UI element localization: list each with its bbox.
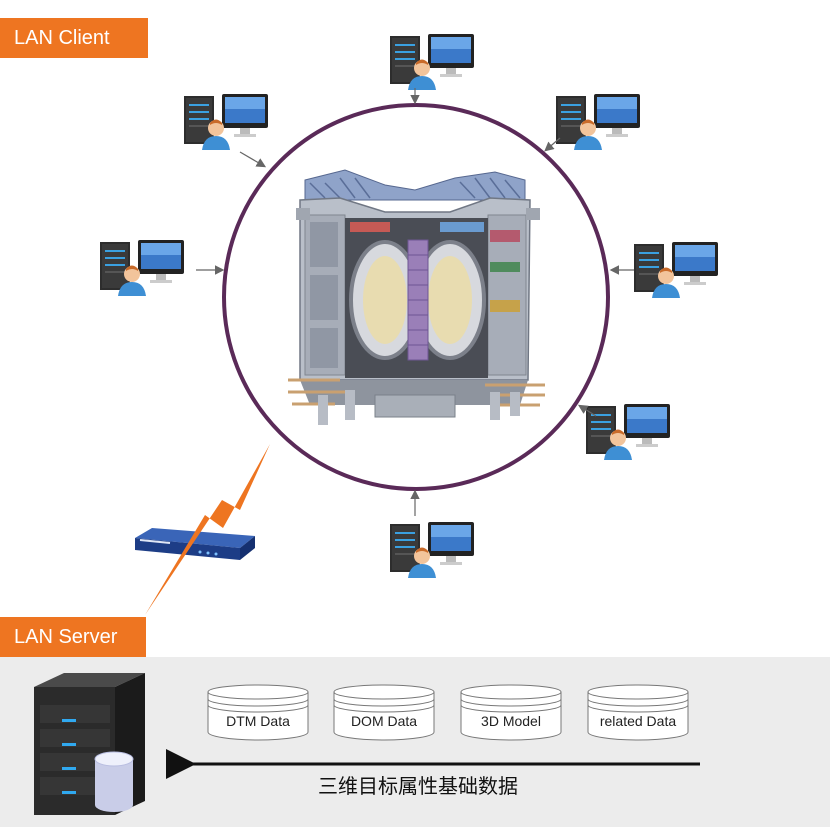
dtm-data-db: DTM Data [207,684,309,742]
database-server-icon [34,673,145,815]
client-workstation-icon [634,242,718,298]
tokamak-reactor-icon [288,169,545,425]
server-area [34,673,700,815]
dom-data-db: DOM Data [333,684,435,742]
data-caption: 三维目标属性基础数据 [318,774,518,798]
lan-client-label: LAN Client [0,18,148,58]
lan-server-label: LAN Server [0,617,146,657]
client-workstation-icon [390,522,474,578]
database-label: DTM Data [226,713,290,729]
related-data-db: related Data [587,684,689,742]
3d-model-db: 3D Model [460,684,562,742]
database-icon [333,684,435,741]
database-icon [587,684,689,741]
connection-ring [222,103,610,491]
database-label: related Data [599,713,677,729]
client-workstation-icon [390,34,474,90]
database-label: DOM Data [350,713,418,729]
client-workstation-icon [556,94,640,150]
database-icon [207,684,309,741]
connection-arrows [196,88,634,516]
database-icon [460,684,562,741]
client-workstation-icon [184,94,268,150]
client-workstation-icon [100,240,184,296]
database-label: 3D Model [481,713,541,729]
client-workstation-icon [586,404,670,460]
